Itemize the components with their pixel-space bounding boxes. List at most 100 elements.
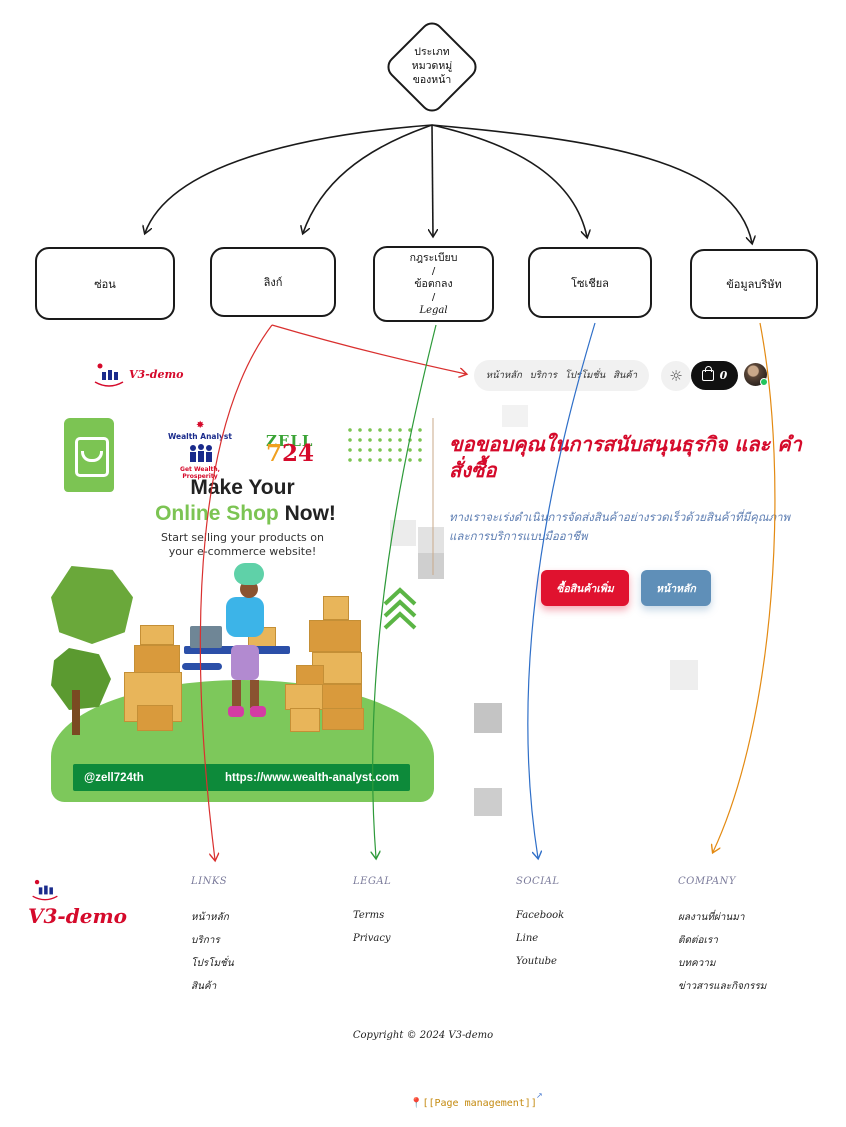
wealth-analyst-title: Wealth Analyst — [168, 432, 232, 441]
wealth-analyst-logo: ✸ Wealth Analyst Get Wealth, Prosperity — [168, 420, 232, 480]
footer-link-terms[interactable]: Terms — [353, 910, 385, 921]
node-legal-line3: Legal — [419, 304, 448, 316]
banner-heading-green: Online Shop — [155, 502, 279, 525]
nav-home[interactable]: หน้าหลัก — [485, 370, 522, 381]
zell-number-a: 7 — [266, 440, 283, 467]
external-link-icon[interactable]: ↗ — [536, 1091, 543, 1100]
theme-toggle-button[interactable]: ☼ — [661, 361, 691, 391]
footer-link-line[interactable]: Line — [516, 933, 539, 944]
brand-logo[interactable] — [92, 362, 126, 388]
tree-icon — [51, 648, 111, 710]
nav-products[interactable]: สินค้า — [613, 370, 638, 381]
zell-724-logo: ZELL 724 — [266, 432, 314, 467]
home-button[interactable]: หน้าหลัก — [641, 570, 711, 606]
arrow-root-to-hide — [145, 124, 433, 233]
root-node-label: ประเภท หมวดหมู่ ของหน้า — [411, 46, 453, 86]
arrow-company-to-footer — [713, 322, 776, 852]
zell-text: ZELL — [266, 432, 314, 450]
node-link-label: ลิงก์ — [263, 276, 283, 289]
person-leg — [232, 680, 241, 708]
node-link: ลิงก์ — [210, 247, 336, 317]
footer-link-youtube[interactable]: Youtube — [516, 956, 557, 967]
bg-square — [670, 660, 698, 690]
buy-more-button[interactable]: ซื้อสินค้าเพิ่ม — [541, 570, 629, 606]
node-hide-label: ซ่อน — [94, 277, 116, 291]
pin-icon: 📍 — [410, 1098, 423, 1109]
arrow-root-to-link — [303, 124, 433, 233]
person-shorts — [231, 645, 259, 680]
chevron-up-icon — [383, 587, 417, 630]
sun-icon: ☼ — [669, 367, 683, 385]
node-legal-line2: ข้อตกลง — [414, 277, 453, 290]
shopping-bag-icon — [701, 366, 714, 381]
people-icon — [190, 444, 212, 462]
footer-link-services[interactable]: บริการ — [191, 935, 220, 946]
node-company: ข้อมูลบริษัท — [690, 249, 818, 319]
footer-link-home[interactable]: หน้าหลัก — [191, 912, 229, 923]
cart-button[interactable]: 0 — [691, 361, 738, 390]
parcel-box — [323, 596, 349, 620]
footer-link-contact[interactable]: ติดต่อเรา — [678, 935, 718, 946]
parcel-box — [290, 708, 320, 732]
parcel-box — [322, 684, 362, 710]
parcel-box — [322, 708, 364, 730]
brand-name[interactable]: V3-demo — [129, 368, 184, 381]
laptop-icon — [190, 626, 222, 648]
footer-link-privacy[interactable]: Privacy — [353, 933, 391, 944]
footer-link-facebook[interactable]: Facebook — [516, 910, 565, 921]
hero-title: ขอขอบคุณในการสนับสนุนธุรกิจ และ คำสั่งซื… — [449, 432, 802, 482]
stool — [182, 663, 222, 670]
person-shoe — [228, 706, 244, 717]
arrow-root-to-company — [431, 124, 752, 243]
bg-square — [474, 703, 502, 733]
footer-link-products[interactable]: สินค้า — [191, 981, 217, 992]
banner-heading-line2: Online Shop Now! — [133, 502, 358, 526]
node-legal-line1: กฎระเบียบ — [409, 251, 458, 264]
footer-company-heading: COMPANY — [678, 876, 736, 887]
bg-square — [418, 553, 444, 579]
nav-promotions[interactable]: โปรโมชั่น — [564, 370, 606, 381]
node-social-label: โซเชียล — [571, 276, 609, 290]
footer-link-news[interactable]: ข่าวสารและกิจกรรม — [678, 981, 767, 992]
nav-services[interactable]: บริการ — [529, 370, 557, 381]
banner-handle: @zell724th — [84, 771, 144, 784]
arrow-link-to-nav — [271, 324, 466, 374]
hero-subtitle: ทางเราจะเร่งดำเนินการจัดส่งสินค้าอย่างรว… — [449, 510, 791, 543]
footer-link-portfolio[interactable]: ผลงานที่ผ่านมา — [678, 912, 745, 923]
arrow-root-to-social — [431, 124, 587, 237]
banner-heading-dark: Now! — [278, 502, 336, 525]
bg-square — [502, 405, 528, 427]
footer-link-promotions[interactable]: โปรโมชั่น — [191, 958, 234, 969]
person-hair — [234, 563, 264, 585]
node-company-label: ข้อมูลบริษัท — [726, 278, 782, 291]
footer-links-heading: LINKS — [191, 876, 228, 887]
banner-contact-bar: @zell724th https://www.wealth-analyst.co… — [73, 764, 410, 791]
node-legal-slash2: / — [431, 291, 436, 303]
bg-square — [418, 527, 444, 553]
footer-link-articles[interactable]: บทความ — [678, 958, 716, 969]
banner-url: https://www.wealth-analyst.com — [224, 771, 399, 784]
person-shoe — [250, 706, 266, 717]
cart-count: 0 — [719, 369, 728, 382]
parcel-box — [137, 705, 173, 731]
bg-square — [390, 520, 416, 546]
footer-legal-heading: LEGAL — [353, 876, 392, 887]
page-management-link[interactable]: 📍[[Page management]] — [410, 1098, 537, 1109]
copyright-text: Copyright © 2024 V3-demo — [352, 1030, 494, 1041]
zell-number: 724 — [266, 440, 314, 467]
main-nav: หน้าหลัก บริการ โปรโมชั่น สินค้า — [474, 360, 649, 391]
footer-brand[interactable]: V3-demo — [28, 904, 127, 928]
person-body — [226, 597, 264, 637]
node-hide: ซ่อน — [35, 247, 175, 320]
tree-trunk — [72, 690, 80, 735]
star-icon: ✸ — [196, 420, 205, 431]
footer-social-heading: SOCIAL — [516, 876, 560, 887]
arrow-root-to-legal — [432, 124, 433, 236]
footer-logo[interactable] — [30, 878, 60, 902]
node-legal: กฎระเบียบ / ข้อตกลง / Legal — [373, 246, 494, 322]
shopping-bag-icon — [64, 418, 114, 492]
root-decision-node: ประเภท หมวดหมู่ ของหน้า — [382, 17, 482, 117]
parcel-box — [140, 625, 174, 645]
banner-sub-line2: your e-commerce website! — [168, 545, 317, 558]
node-social: โซเชียล — [528, 247, 652, 318]
